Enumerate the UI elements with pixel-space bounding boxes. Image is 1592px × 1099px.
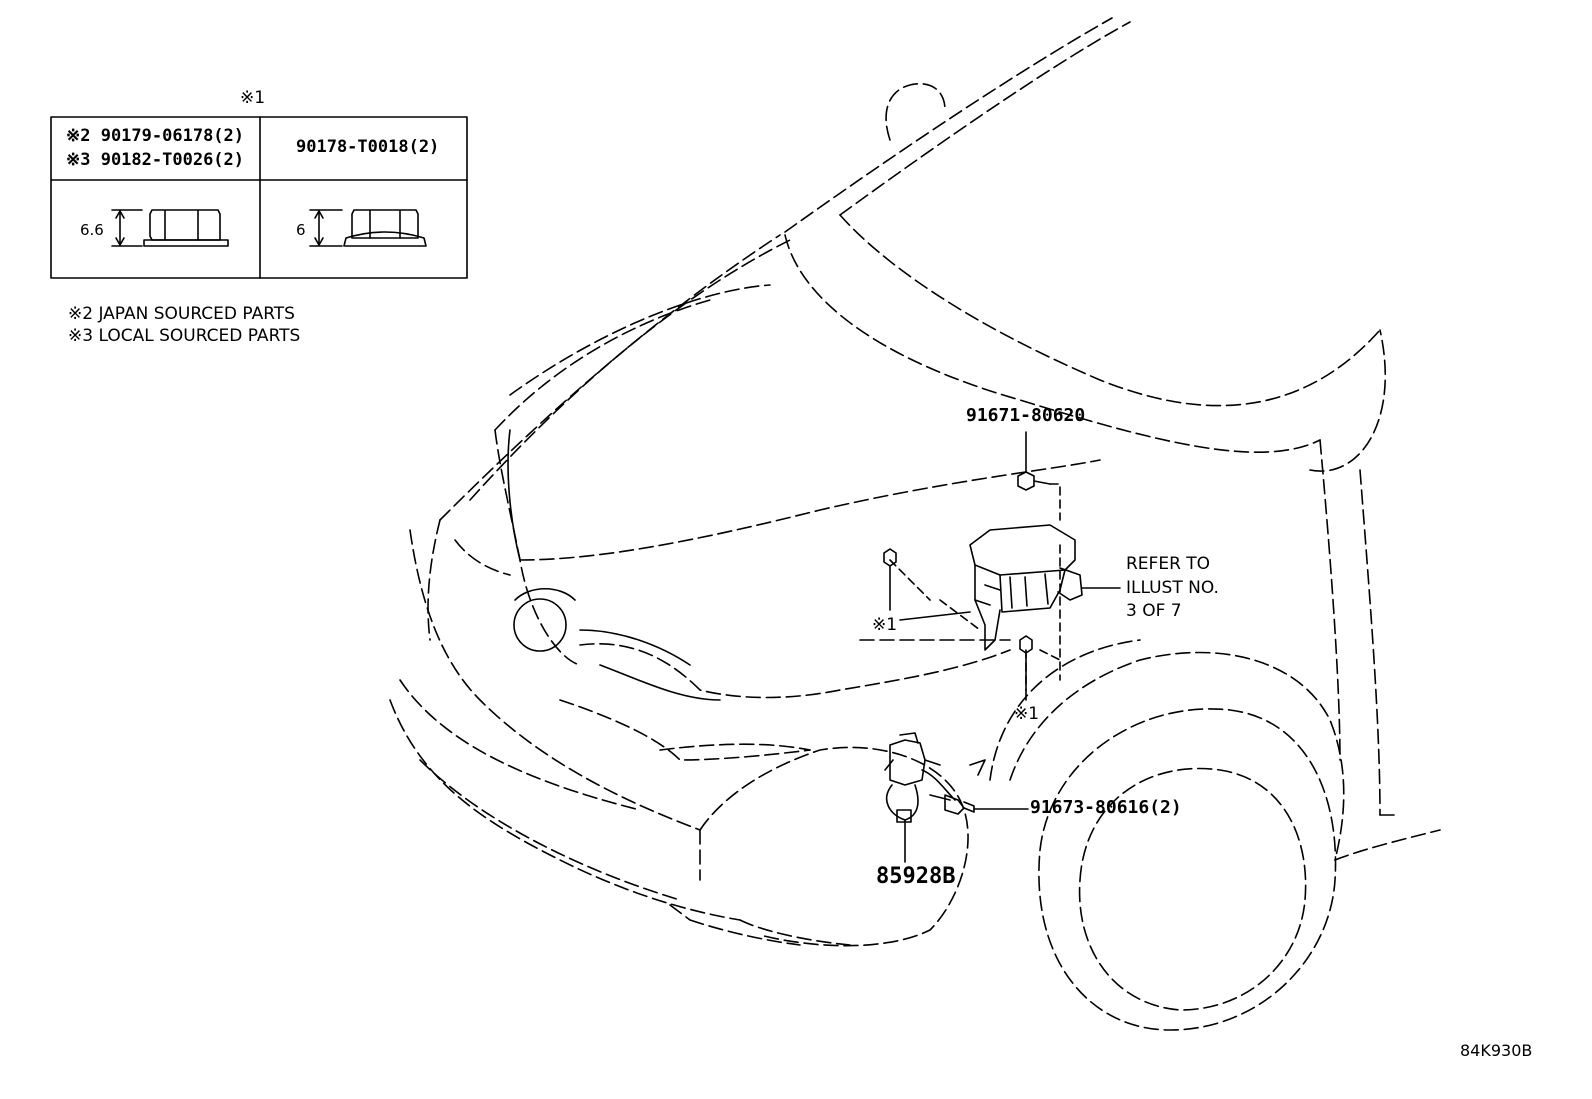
clip-nut-icon <box>883 548 971 621</box>
bolt-icon <box>944 794 1029 815</box>
part-number-local[interactable]: ※3 90182-T0026(2) <box>66 150 245 170</box>
dimension-label: 6.6 <box>80 221 104 239</box>
note-local-sourced: ※3 LOCAL SOURCED PARTS <box>68 326 301 346</box>
parts-table-frame <box>50 116 468 279</box>
illustration-code: 84K930B <box>1460 1041 1533 1060</box>
callout-sensor[interactable]: 85928B <box>876 864 956 889</box>
misc-mark <box>969 759 986 776</box>
headlamp-icon <box>513 588 576 652</box>
callout-mark-right[interactable]: ※1 <box>1014 704 1040 724</box>
relay-box-icon <box>969 524 1083 651</box>
callout-bolt-bottom[interactable]: 91673-80616(2) <box>1030 797 1182 818</box>
dimension-label: 6 <box>296 221 306 239</box>
vehicle-body-outline <box>389 17 1441 1031</box>
bolt-icon <box>1017 431 1051 491</box>
callout-mark-left[interactable]: ※1 <box>872 615 898 635</box>
table-title-mark: ※1 <box>240 88 266 108</box>
part-number-japan[interactable]: ※2 90179-06178(2) <box>66 126 245 146</box>
flange-nut-icon <box>111 209 229 247</box>
hood-solid-lines <box>507 429 721 701</box>
part-number-nut[interactable]: 90178-T0018(2) <box>296 137 440 157</box>
note-japan-sourced: ※2 JAPAN SOURCED PARTS <box>68 304 295 324</box>
clip-nut-icon <box>1019 635 1033 701</box>
refer-line-2[interactable]: ILLUST NO. <box>1126 578 1219 598</box>
flange-nut-icon <box>309 209 427 247</box>
refer-line-3[interactable]: 3 OF 7 <box>1126 601 1182 621</box>
refer-line-1[interactable]: REFER TO <box>1126 554 1211 574</box>
callout-bolt-top[interactable]: 91671-80620 <box>966 405 1086 426</box>
